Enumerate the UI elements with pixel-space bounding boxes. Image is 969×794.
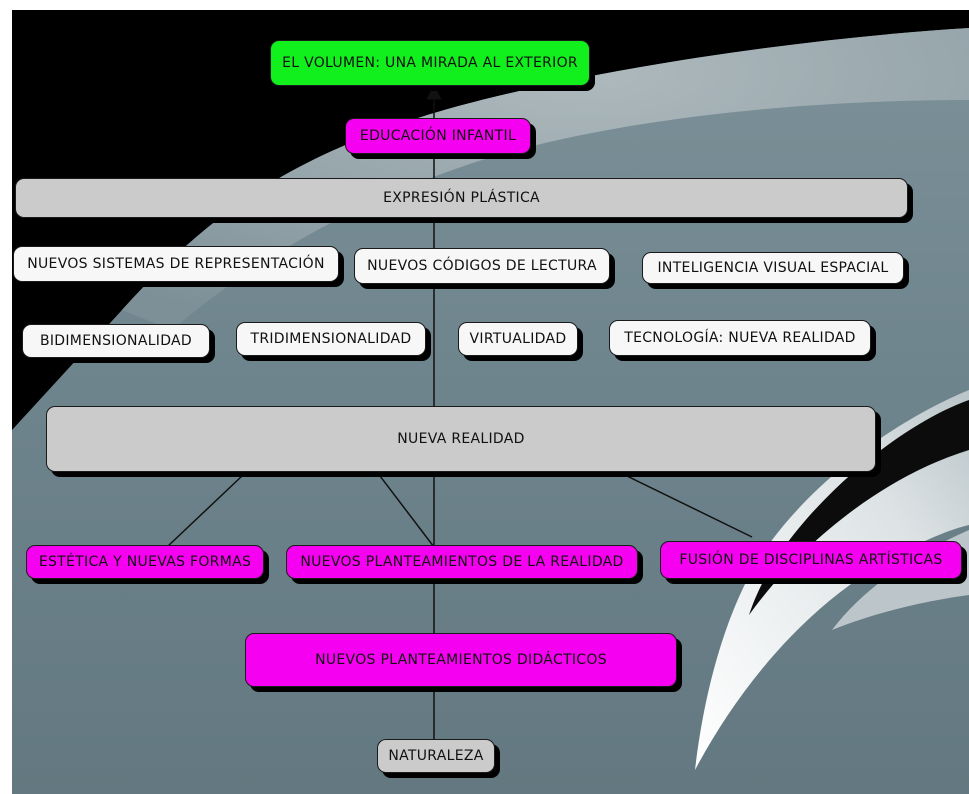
node-el-volumen[interactable]: EL VOLUMEN: UNA MIRADA AL EXTERIOR	[270, 40, 590, 86]
node-nuevos-codigos[interactable]: NUEVOS CÓDIGOS DE LECTURA	[354, 248, 610, 284]
node-virtualidad[interactable]: VIRTUALIDAD	[458, 322, 578, 356]
concept-map: EL VOLUMEN: UNA MIRADA AL EXTERIOR EDUCA…	[12, 10, 969, 794]
node-bidimensionalidad[interactable]: BIDIMENSIONALIDAD	[22, 324, 210, 358]
node-nuevos-sistemas[interactable]: NUEVOS SISTEMAS DE REPRESENTACIÓN	[13, 246, 339, 282]
node-inteligencia-visual[interactable]: INTELIGENCIA VISUAL ESPACIAL	[642, 252, 904, 284]
node-expresion-plastica[interactable]: EXPRESIÓN PLÁSTICA	[15, 178, 908, 218]
node-tridimensionalidad[interactable]: TRIDIMENSIONALIDAD	[236, 322, 426, 356]
node-naturaleza[interactable]: NATURALEZA	[377, 739, 495, 773]
node-fusion-disciplinas[interactable]: FUSIÓN DE DISCIPLINAS ARTÍSTICAS	[660, 541, 962, 579]
node-educacion-infantil[interactable]: EDUCACIÓN INFANTIL	[345, 118, 531, 154]
node-nuevos-planteamientos-didacticos[interactable]: NUEVOS PLANTEAMIENTOS DIDÁCTICOS	[245, 633, 677, 687]
node-nueva-realidad[interactable]: NUEVA REALIDAD	[46, 406, 876, 472]
node-nuevos-planteamientos-realidad[interactable]: NUEVOS PLANTEAMIENTOS DE LA REALIDAD	[286, 545, 638, 579]
node-tecnologia[interactable]: TECNOLOGÍA: NUEVA REALIDAD	[609, 320, 871, 356]
node-estetica[interactable]: ESTÉTICA Y NUEVAS FORMAS	[26, 545, 264, 579]
